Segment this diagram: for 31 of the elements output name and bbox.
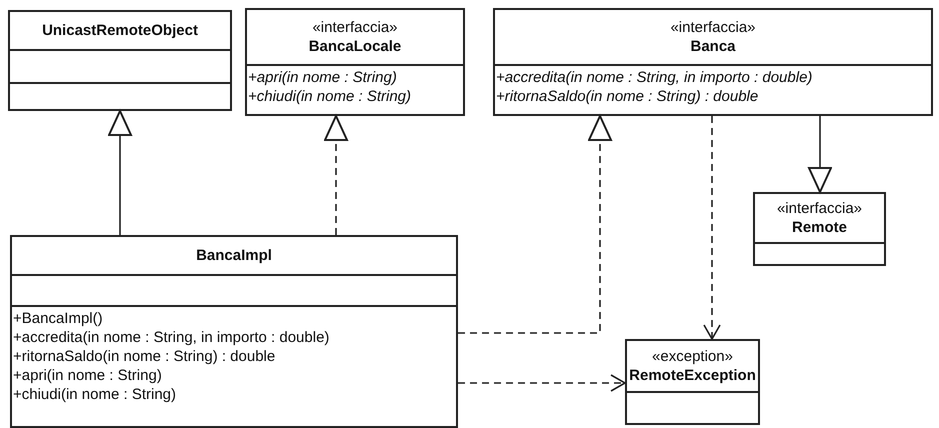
- generalization-arrow: [108, 110, 132, 235]
- class-box: [8, 10, 232, 111]
- operation-text: +chiudi(in nome : String): [248, 87, 411, 106]
- generalization-arrow: [808, 116, 832, 193]
- class-box: [10, 235, 458, 428]
- class-name: UnicastRemoteObject: [42, 21, 198, 40]
- operation-text: +ritornaSaldo(in nome : String) : double: [13, 347, 276, 366]
- operation-text: +BancaImpl(): [13, 309, 103, 328]
- class-name: RemoteException: [629, 366, 756, 385]
- dependency-arrow: [458, 374, 626, 392]
- generalization-arrow: [324, 115, 348, 235]
- class-name: Remote: [792, 218, 847, 237]
- stereotype-label: «interfaccia»: [670, 18, 756, 37]
- class-box: [493, 8, 933, 116]
- operation-text: +accredita(in nome : String, in importo : double): [13, 328, 330, 347]
- operation-text: +apri(in nome : String): [13, 366, 162, 385]
- generalization-arrow: [458, 115, 612, 334]
- stereotype-label: «interfaccia»: [312, 18, 398, 37]
- operation-text: +accredita(in nome : String, in importo : double): [496, 68, 812, 87]
- class-box: [625, 339, 760, 425]
- stereotype-label: «exception»: [652, 347, 733, 366]
- class-box: [245, 8, 465, 116]
- operation-text: +ritornaSaldo(in nome : String) : double: [496, 87, 758, 106]
- operation-text: +apri(in nome : String): [248, 68, 397, 87]
- class-name: BancaImpl: [196, 246, 272, 265]
- class-box: [753, 192, 886, 266]
- class-name: Banca: [690, 37, 736, 56]
- operation-text: +chiudi(in nome : String): [13, 385, 176, 404]
- class-name: BancaLocale: [308, 37, 402, 56]
- dependency-arrow: [703, 116, 721, 340]
- stereotype-label: «interfaccia»: [776, 199, 862, 218]
